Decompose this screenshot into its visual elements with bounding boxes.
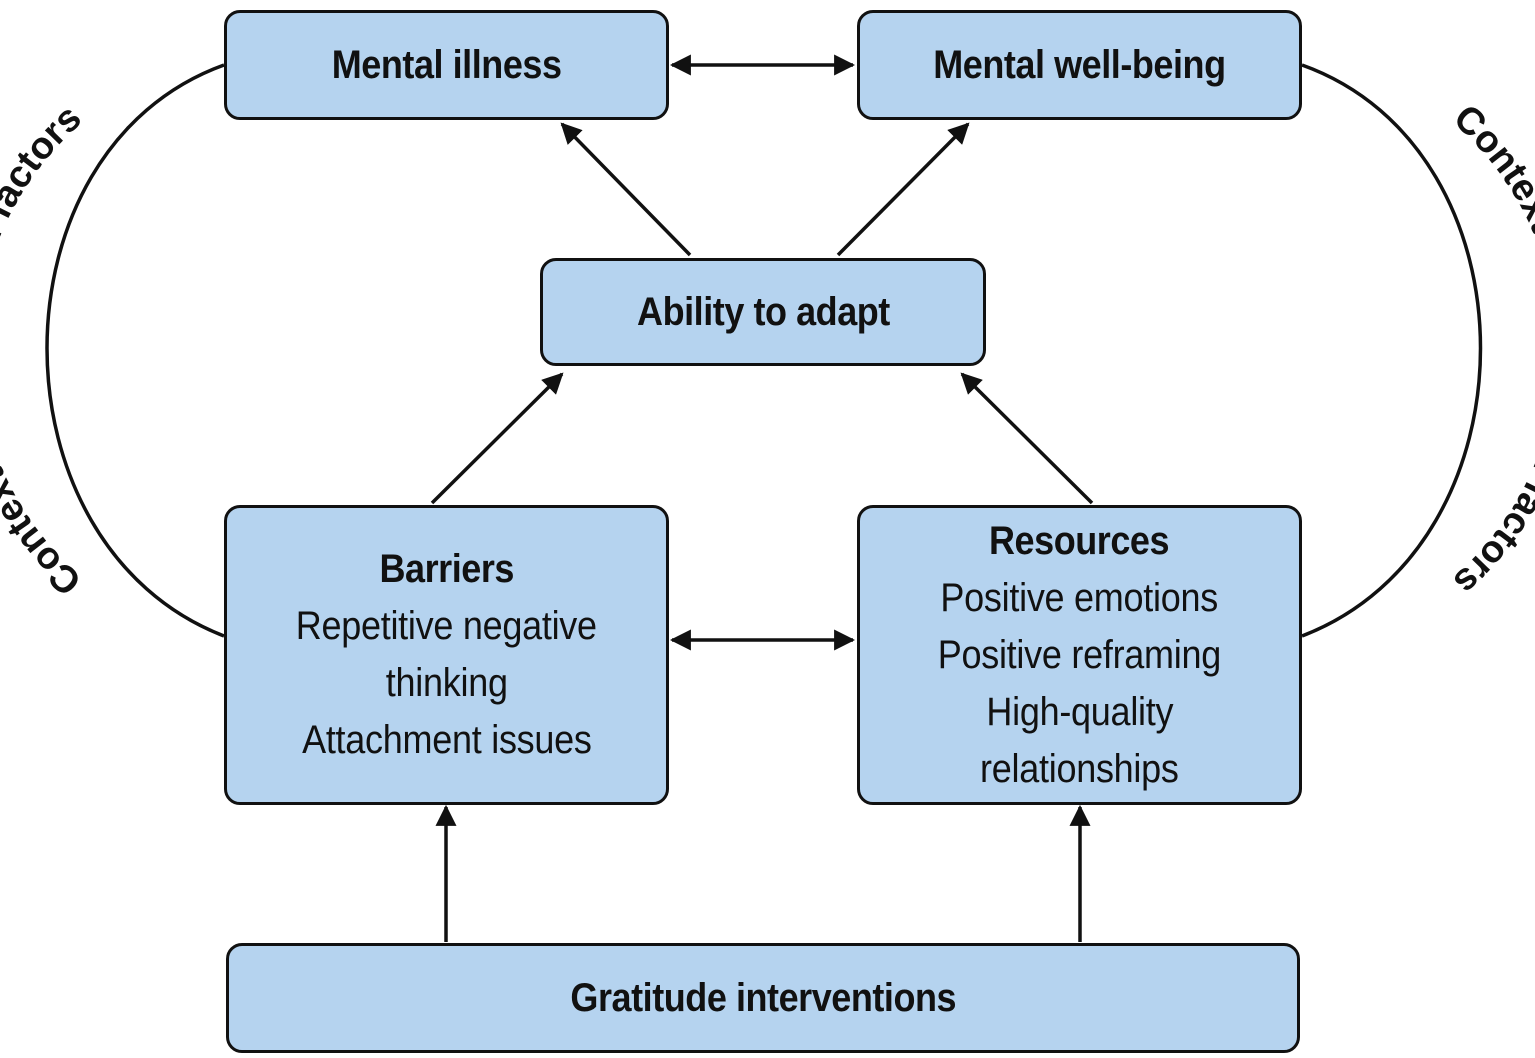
resources-item: Positive reframing: [937, 632, 1222, 677]
ability-to-adapt-title: Ability to adapt: [636, 290, 890, 334]
ability-to-adapt-box: Ability to adapt: [540, 258, 986, 366]
right-context-label: Contextual & cultural factors: [1445, 97, 1535, 603]
mental-wellbeing-title: Mental well-being: [933, 43, 1226, 87]
arrow-resources-to-adapt: [960, 372, 1094, 505]
resources-box: Resources Positive emotions Positive ref…: [857, 505, 1302, 805]
mental-wellbeing-box: Mental well-being: [857, 10, 1302, 120]
gratitude-interventions-box: Gratitude interventions: [226, 943, 1300, 1053]
resources-item: High-quality: [986, 689, 1173, 734]
barriers-box: Barriers Repetitive negative thinking At…: [224, 505, 669, 805]
barriers-item: Attachment issues: [301, 718, 592, 762]
left-context-label: Contextual & cultural factors: [0, 97, 90, 603]
resources-title: Resources: [989, 518, 1170, 563]
right-context-curve: [1301, 63, 1483, 638]
arrow-adapt-to-wellbeing: [836, 122, 970, 257]
arrow-adapt-to-illness: [560, 122, 692, 257]
barriers-title: Barriers: [379, 547, 514, 591]
mental-illness-title: Mental illness: [331, 43, 562, 87]
barriers-item: Repetitive negative: [295, 604, 598, 648]
gratitude-interventions-title: Gratitude interventions: [570, 976, 956, 1020]
mental-illness-box: Mental illness: [224, 10, 669, 120]
resources-item: Positive emotions: [940, 575, 1219, 620]
arrow-barriers-to-adapt: [430, 372, 564, 505]
resources-item: relationships: [980, 746, 1179, 791]
left-context-curve: [45, 63, 225, 638]
barriers-item: thinking: [385, 661, 508, 705]
